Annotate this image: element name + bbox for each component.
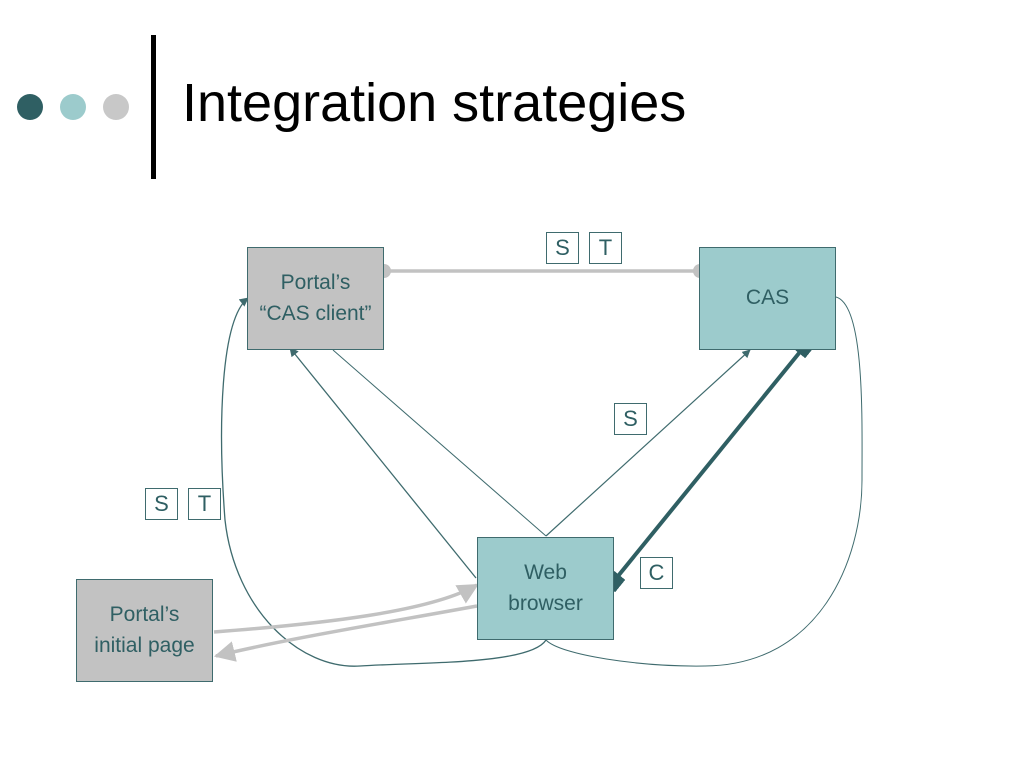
tag-s-left: S [145, 488, 178, 520]
accent-dot-dark [17, 94, 43, 120]
browser-to-client-arrow [289, 347, 477, 579]
browser-to-cas-arrow [545, 349, 751, 537]
tag-t-top: T [589, 232, 622, 264]
tag-c: C [640, 557, 673, 589]
client-to-browser-line [332, 349, 547, 537]
initial-page-to-browser-arrow [213, 583, 479, 634]
tag-t-left: T [188, 488, 221, 520]
tag-s-top: S [546, 232, 579, 264]
web-browser-label: Web browser [508, 561, 583, 615]
accent-dot-teal [60, 94, 86, 120]
title-divider [151, 35, 156, 179]
portal-cas-client-box: Portal’s “CAS client” [247, 247, 384, 350]
tag-s-middle: S [614, 403, 647, 435]
accent-dot-grey [103, 94, 129, 120]
portal-cas-client-label: Portal’s “CAS client” [259, 271, 372, 325]
cas-label: CAS [745, 286, 790, 310]
slide-title: Integration strategies [182, 73, 687, 133]
browser-to-client-redirect-curve [220, 297, 547, 667]
portal-initial-page-box: Portal’s initial page [76, 579, 213, 682]
cas-box: CAS [699, 247, 836, 350]
web-browser-box: Web browser [477, 537, 614, 640]
browser-cas-credentials-connector [602, 335, 816, 593]
cas-to-browser-curve [545, 296, 863, 667]
browser-to-initial-page-arrow [213, 604, 478, 662]
portal-initial-page-label: Portal’s initial page [94, 603, 195, 657]
